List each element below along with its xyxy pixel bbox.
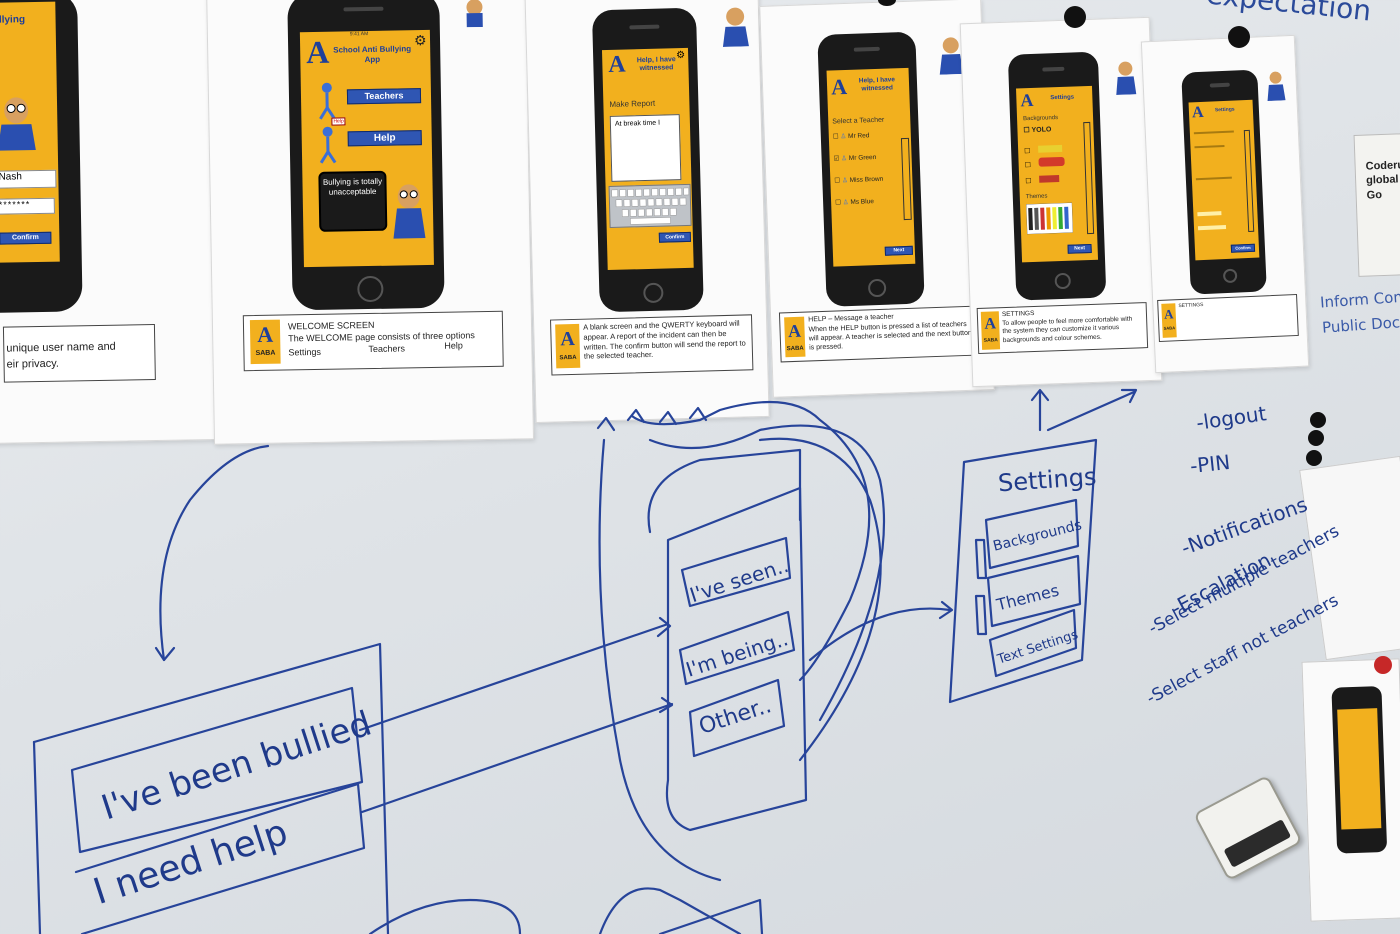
magnet [1306, 450, 1322, 466]
phone-mockup: 9:41 AM A School Anti Bullying App ⚙ Tea… [287, 0, 445, 311]
phone-screen: A Help, I have witnessed ⚙ Make Report A… [601, 47, 694, 271]
wireframe-sheet-select-teacher: A Help, I have witnessed Select a Teache… [759, 0, 995, 398]
mascot-corner-icon [720, 4, 751, 47]
phone-screen: 9:41 AM A School Anti Bullying App ⚙ Tea… [299, 29, 434, 268]
mascot-corner-icon [1114, 58, 1137, 96]
mascot-corner-icon [937, 34, 964, 75]
wireframe-sheet-login: Bullying NNash ********* Confirm unique … [0, 0, 216, 444]
figure-icon [316, 126, 341, 164]
magnet-red [1374, 656, 1392, 674]
phone-screen: A Settings Backgrounds ☐ YOLO ☐ ☐ ☐ Them… [1016, 85, 1099, 263]
todo-item: -PIN [1188, 449, 1232, 479]
phone-screen: Bullying NNash ********* Confirm [0, 1, 60, 264]
magnet [878, 0, 896, 6]
magnet [1310, 412, 1326, 428]
figure-icon [315, 82, 340, 120]
mascot-corner-icon [1265, 68, 1286, 102]
wireframe-sheet-welcome: 9:41 AM A School Anti Bullying App ⚙ Tea… [205, 0, 535, 445]
magnet [1308, 430, 1324, 446]
wireframe-sheet-settings: A Settings Backgrounds ☐ YOLO ☐ ☐ ☐ Them… [959, 16, 1163, 388]
magnet [1064, 6, 1086, 28]
phone-mockup: A Help, I have witnessed ⚙ Make Report A… [591, 7, 704, 313]
mascot-image [0, 92, 42, 153]
mascot-corner-icon [459, 0, 490, 28]
wireframe-sheet-report: A Help, I have witnessed ⚙ Make Report A… [524, 0, 770, 423]
phone-mockup: A Settings Backgrounds ☐ YOLO ☐ ☐ ☐ Them… [1007, 51, 1107, 301]
phone-mockup: Bullying NNash ********* Confirm [0, 0, 83, 314]
magnet [1228, 26, 1250, 48]
mascot-image [388, 180, 429, 241]
qwerty-keyboard[interactable] [608, 183, 692, 228]
wireframe-sheet-settings-2: A Settings Confirm A SABA SETTINGS [1140, 34, 1310, 374]
theme-palette[interactable] [1025, 202, 1074, 235]
